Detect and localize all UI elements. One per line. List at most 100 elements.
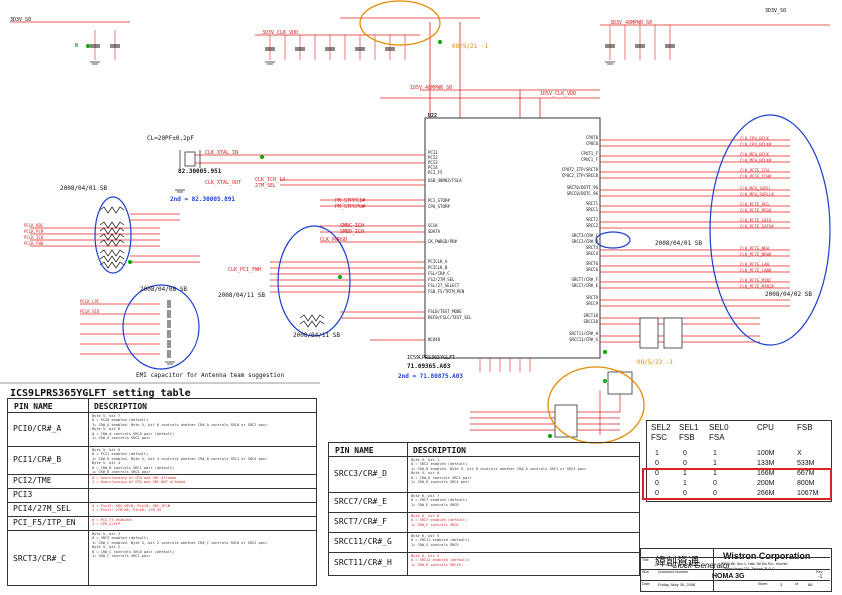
ic-pin-label: SRCT10 <box>583 313 598 318</box>
freq-cell: 133M <box>757 460 775 467</box>
net-label: SMBD_ICH <box>340 229 365 235</box>
ic-pin-label: PCI3 <box>428 160 438 165</box>
ic-pin-label: SRCT7/CR#_F <box>571 277 599 282</box>
ic-pin-label: SCLK <box>428 223 438 228</box>
ic-pin-label: SRCT11/CR#_H <box>569 331 598 336</box>
revision-note-f: 08/5/21 -1 <box>452 43 489 50</box>
freq-cell: 1 <box>713 470 717 477</box>
ic-pin-label: PCI4 <box>428 165 438 170</box>
freq-cell: 1 <box>713 450 717 457</box>
size-label: Size <box>642 570 649 574</box>
crystal-part-number: 82.30005.951 <box>178 168 222 175</box>
ic-pin-label: PCI2 <box>428 155 438 160</box>
ic-pin-label: FSLB/TEST_MODE <box>428 309 462 314</box>
pin-name: SRCT11/CR#_H <box>334 558 392 567</box>
pin-description: 0 = PCI_F5 enabled 1 = CPU_2/ITP <box>92 518 131 527</box>
net-label: CLK_PCIE_LAN <box>740 262 769 267</box>
net-label: PCLK_PCM <box>24 229 44 234</box>
net-label: CLK_PCIE_LAN# <box>740 268 772 273</box>
ic-pin-label: SRCC10 <box>583 319 598 324</box>
net-label: CLK_CPU_BCLK# <box>740 142 772 147</box>
net-label: CLK_PCIE_SATA <box>740 218 772 223</box>
pin-description: Byte 6, bit 4 0 = SRC11 enabled (default… <box>411 554 470 567</box>
pin-name: SRCC7/CR#_E <box>334 497 387 506</box>
pin-name: SRCC3/CR#_D <box>334 469 387 478</box>
ic-pin-label: SRCT4 <box>585 245 598 250</box>
ic-pin-label: PCICLK_A <box>428 259 448 264</box>
ic-pin-label: SRCT3/CR#_C <box>571 233 599 238</box>
pin-name: PCI4/27M_SEL <box>13 504 71 513</box>
ic-pin-label: SRCC4 <box>585 251 598 256</box>
ic-pin-label: SRCC7/CR#_E <box>571 283 599 288</box>
ic-pin-label: CPUC1_F <box>581 157 598 162</box>
net-label: CLK_MCH_BCLK# <box>740 158 772 163</box>
freq-cell: 1 <box>655 450 659 457</box>
document-number: HOMA 3G <box>712 573 745 580</box>
ic-pin-label: SRCC0/DOTC_96 <box>566 191 598 196</box>
ic-pin-label: SRCC1 <box>585 207 598 212</box>
net-label: CLK_MCH_3GPLL# <box>740 192 774 197</box>
freq-header: FSB <box>797 423 813 432</box>
ic-pin-label: CPUT1_F <box>581 151 598 156</box>
freq-cell: 0 <box>713 490 717 497</box>
freq-header: SEL0 <box>709 423 729 432</box>
freq-cell: 533M <box>797 460 815 467</box>
pin-name: PCI0/CR#_A <box>13 424 62 433</box>
revision-note-c2: 2008/04/11 SB <box>293 332 340 339</box>
company-address-1: 21F, 88, Sec.1, Hsin Tai Wu Rd., Hsichih… <box>723 562 789 566</box>
title-block-lower: Title Clock Generator Size Document Numb… <box>640 557 830 590</box>
crystal-load-note: CL=20PF±0.2pF <box>147 135 194 142</box>
revision-note-c: 2008/04/11 SB <box>218 292 265 299</box>
power-net-label: 3D3V_S0 <box>10 17 32 23</box>
ic-pin-label: SRCC9 <box>585 301 598 306</box>
power-net-label: 3D3V_CLK_VDD <box>262 30 299 36</box>
pin-name: SRCC11/CR#_G <box>334 537 392 546</box>
ic-pin-label: SRCT9 <box>585 295 598 300</box>
revision: -1 <box>818 574 823 580</box>
rev-label: Rev <box>816 570 823 574</box>
ic-pin-label: SDATA <box>428 229 441 234</box>
pin-description: Byte 6, bit 5 0 = SRC11 enabled (default… <box>411 534 470 547</box>
clock-ic-name: ICS9LPRS365YGLFT <box>407 355 456 361</box>
net-label: CLK_CPU_BCLK <box>740 136 769 141</box>
total-sheets: 88 <box>808 582 813 587</box>
column-header: PIN NAME <box>335 446 374 455</box>
freq-cell: 166M <box>757 470 775 477</box>
freq-header: FSA <box>709 433 725 442</box>
net-label: CLK_PCIE_ICH# <box>740 174 772 179</box>
net-label: CLK_PCI_FWH <box>228 267 262 273</box>
revision-note-b: 2008/04/08 SB <box>140 286 187 293</box>
freq-cell: 1 <box>713 460 717 467</box>
ic-pin-label: FS2/27M_SEL <box>428 277 455 282</box>
freq-cell: 0 <box>713 480 717 487</box>
freq-cell: 200M <box>757 480 775 487</box>
title-label: Title <box>642 558 649 562</box>
net-label: CLK_PCIE_MINI <box>740 278 772 283</box>
date-value: Friday, May 30, 2008 <box>658 582 696 587</box>
net-label: CLK_MCH_3GPLL <box>740 186 772 191</box>
power-net-label: 3D3V_S0 <box>765 8 787 14</box>
ic-pin-label: REF0/FSLC/TEST_SEL <box>428 315 472 320</box>
net-label: SMBC_ICH <box>340 223 365 229</box>
freq-cell: 0 <box>683 450 687 457</box>
pin-name: SRCT3/CR#_C <box>13 554 66 563</box>
clock-ic-second: 2nd = 71.80875.A03 <box>398 373 464 380</box>
column-header: DESCRIPTION <box>413 446 466 455</box>
revision-note-a: 2008/04/01 SB <box>60 185 107 192</box>
company-name-cn: 緯創資通 <box>655 555 699 568</box>
highlight-box <box>642 468 832 500</box>
ic-pin-label: SRCT6 <box>585 261 598 266</box>
pin-name: PCI2/TME <box>13 476 52 485</box>
emi-note: EMI capacitor for Antenna team suggestio… <box>136 372 285 379</box>
ic-pin-label: PCI_F5 <box>428 170 443 175</box>
freq-header: FSB <box>679 433 695 442</box>
column-header: PIN NAME <box>14 402 53 411</box>
ic-pin-label: FSB_FS/TRTM_PEN <box>428 289 465 294</box>
freq-cell: 1 <box>683 480 687 487</box>
ic-ref: U22 <box>428 113 438 119</box>
ic-pin-label: PCI_STOP# <box>428 198 450 203</box>
